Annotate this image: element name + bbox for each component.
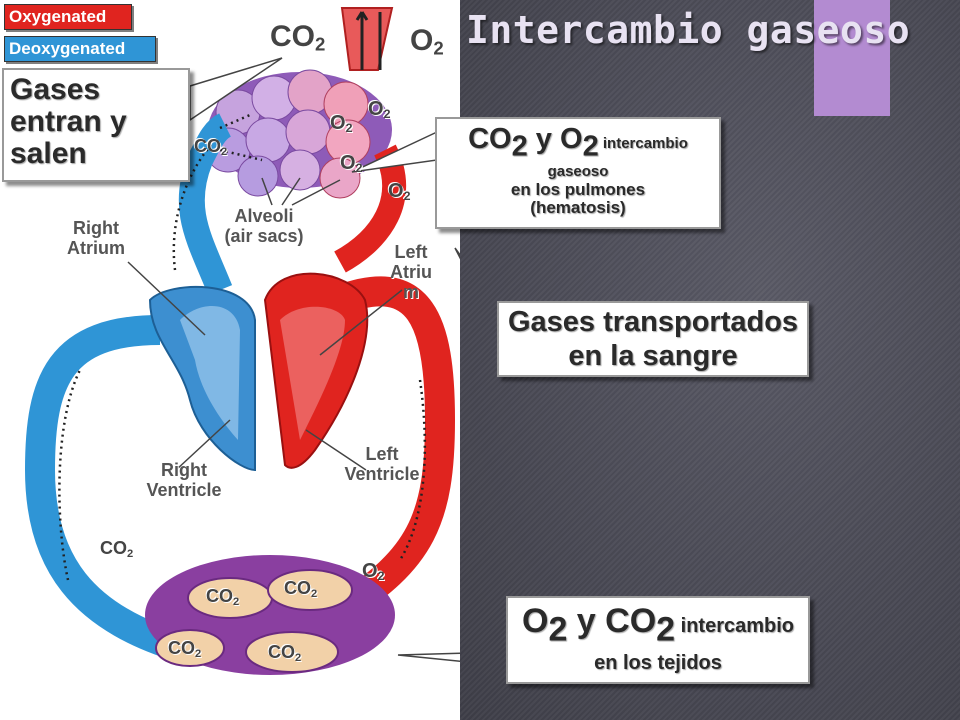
- alveoli-label: Alveoli(air sacs): [224, 206, 304, 246]
- callout-transport: Gases transportados en la sangre: [497, 301, 809, 377]
- alveoli-cluster: [205, 69, 392, 199]
- callout-gases-in-out: Gases entran y salen: [2, 68, 190, 182]
- callout-line: gaseoso: [547, 163, 609, 181]
- callout-line: en los tejidos: [594, 651, 722, 674]
- label-leaders: [127, 177, 403, 471]
- callout-tissue-exchange: O2 y CO2 intercambio en los tejidos: [506, 596, 810, 684]
- callout-lung-exchange: CO2 y O2 intercambio gaseoso en los pulm…: [435, 117, 721, 229]
- top-o2-label: O2: [410, 24, 444, 59]
- co2-label-tissue-4: CO2: [268, 642, 302, 664]
- legend-oxygenated: Oxygenated: [4, 4, 132, 30]
- trachea-airflow-arrows: [355, 11, 382, 70]
- co2-label-tissue-1: CO2: [206, 586, 240, 608]
- systemic-artery: [332, 276, 456, 623]
- callout-line: Gases transportados: [507, 306, 799, 338]
- callout-line: (hematosis): [530, 198, 626, 218]
- callout-line: salen: [10, 137, 87, 170]
- pulmonary-artery: [178, 113, 233, 295]
- flow-arrows: [58, 113, 427, 581]
- callout-heading: O2 y CO2 intercambio: [521, 602, 795, 649]
- circulation-diagram: [24, 7, 460, 675]
- heart-inner-left: [280, 306, 345, 440]
- co2-label-lungs: CO2: [194, 136, 228, 158]
- callout-line: en los pulmones: [510, 180, 646, 200]
- page-title: Intercambio gaseoso: [466, 8, 911, 52]
- legend-deoxygenated: Deoxygenated: [4, 36, 156, 62]
- callout-line: en la sangre: [568, 340, 738, 372]
- accent-bar: [814, 0, 890, 116]
- co2-label-vein: CO2: [100, 538, 134, 560]
- o2-label-lungs-2: O2: [368, 98, 391, 122]
- heart-inner-right: [180, 306, 240, 440]
- systemic-vein: [24, 315, 194, 665]
- callout-pointers: [189, 57, 460, 662]
- o2-label-tissue: O2: [362, 560, 385, 584]
- callout-line: Gases: [10, 73, 101, 106]
- o2-label-lungs-4: O2: [388, 180, 411, 204]
- co2-label-tissue-3: CO2: [168, 638, 202, 660]
- top-co2-label: CO2: [270, 20, 326, 55]
- callout-line: entran y: [10, 105, 127, 138]
- o2-label-lungs-3: O2: [340, 152, 363, 176]
- co2-label-tissue-2: CO2: [284, 578, 318, 600]
- o2-label-lungs-1: O2: [330, 112, 353, 136]
- capillary-bed: [145, 555, 395, 675]
- callout-heading: CO2 y O2 intercambio: [468, 123, 688, 163]
